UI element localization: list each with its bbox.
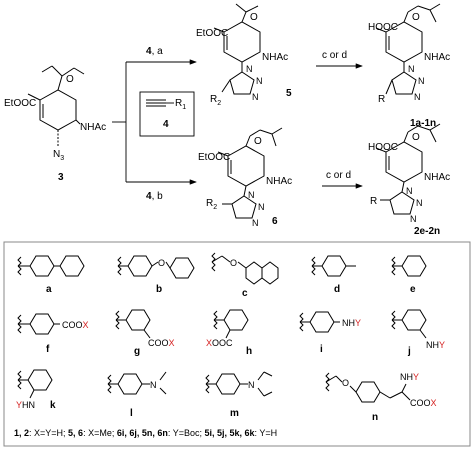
substituent-b-oxygen: O (158, 258, 165, 268)
compound-1-n2: N (418, 76, 425, 86)
substituent-h (213, 309, 249, 339)
compound-5 (213, 3, 261, 95)
compound-6-n2: N (258, 202, 265, 212)
compound-2-n2: N (416, 198, 423, 208)
compound-6-n3: N (252, 218, 259, 228)
compound-5-label: 5 (286, 88, 292, 99)
label-c: c (242, 288, 248, 299)
compound-5-amide: NHAc (262, 52, 288, 63)
substituent-m (205, 371, 273, 397)
substituent-a (17, 255, 85, 277)
compound-6-label: 6 (272, 216, 278, 227)
substituent-c (211, 252, 279, 285)
f-x: X (83, 320, 89, 330)
label-d: d (334, 284, 340, 295)
compound-5-ester: EtOOC (196, 28, 228, 39)
label-k: k (50, 400, 56, 411)
compound-6-r2: R2 (206, 198, 217, 211)
arrow-right-bottom-label: c or d (326, 170, 351, 181)
compound-3-amide: NHAc (80, 122, 106, 133)
label-b: b (156, 284, 162, 295)
substituent-h-group: XOOC (206, 338, 233, 348)
substituent-g-group: COOX (148, 338, 175, 348)
compound-5-r2: R2 (210, 94, 221, 107)
compound-6-n1: N (248, 190, 255, 200)
substituent-n (325, 372, 411, 403)
substituent-g (115, 309, 151, 339)
compound-3 (27, 65, 85, 146)
substituent-b (117, 255, 195, 279)
compound-6-amide: NHAc (266, 176, 292, 187)
substituent-c-oxygen: O (230, 258, 237, 268)
substituent-l (107, 371, 167, 395)
arrow-bottom-label: 4, b (146, 191, 163, 202)
compound-2-acid: HOOC (368, 142, 398, 153)
compound-2-oxygen: O (412, 132, 420, 143)
substituent-j-group: NHY (426, 340, 445, 350)
compound-1-r: R (378, 94, 385, 105)
alkyne-symbol (146, 99, 174, 107)
label-g: g (134, 346, 140, 357)
label-n: n (372, 412, 378, 423)
reagent-box (139, 91, 195, 137)
substituent-e (391, 255, 427, 277)
compound-1-label: 1a-1n (410, 118, 436, 129)
label-e: e (410, 284, 416, 295)
substituent-l-nitrogen: N (150, 380, 157, 390)
substituent-n-oxygen: O (342, 378, 349, 388)
compound-2-label: 2e-2n (414, 226, 440, 237)
compound-3-azide: N3 (53, 149, 64, 162)
branch-arrows (112, 59, 363, 189)
compound-2 (375, 123, 441, 215)
substituent-f (17, 313, 60, 335)
substituent-n-coox: COOX (410, 398, 437, 408)
label-j: j (407, 346, 411, 357)
f-cooh-part: COO (62, 320, 83, 330)
arrow-top-label: 4, a (146, 46, 163, 57)
substituent-k (17, 369, 53, 399)
compound-3-ester: EtOOC (4, 98, 36, 109)
reagent-label: 4 (163, 119, 169, 130)
substituent-box (3, 241, 471, 447)
label-a: a (46, 284, 52, 295)
compound-5-n1: N (246, 64, 253, 74)
compound-1-acid: HOOC (368, 22, 398, 33)
compound-1-amide: NHAc (424, 52, 450, 63)
label-f: f (46, 344, 50, 355)
substituent-n-nhy: NHY (400, 372, 419, 382)
compound-2-amide: NHAc (424, 172, 450, 183)
substituent-d (311, 255, 356, 277)
label-m: m (230, 408, 239, 419)
label-l: l (130, 408, 133, 419)
compound-3-label: 3 (58, 172, 64, 183)
compound-2-n3: N (410, 214, 417, 224)
compound-5-n3: N (252, 92, 259, 102)
substituent-j (391, 309, 427, 339)
label-i: i (320, 344, 323, 355)
compound-3-oxygen: O (66, 74, 74, 85)
reagent-r1: R1 (175, 98, 186, 111)
compound-6-oxygen: O (254, 136, 262, 147)
label-h: h (246, 346, 252, 357)
compound-2-n1: N (406, 186, 413, 196)
footnote: 1, 2: X=Y=H; 5, 6: X=Me; 6i, 6j, 5n, 6n:… (14, 428, 277, 438)
compound-1-n3: N (414, 92, 421, 102)
substituent-i (299, 311, 340, 333)
compound-5-n2: N (256, 76, 263, 86)
compound-6-ester: EtOOC (198, 152, 230, 163)
substituent-m-nitrogen: N (248, 380, 255, 390)
arrow-right-top-label: c or d (322, 50, 347, 61)
compound-1-oxygen: O (412, 12, 420, 23)
substituent-k-group: YHN (16, 400, 35, 410)
substituent-i-group: NHY (342, 318, 361, 328)
compound-1-n1: N (408, 64, 415, 74)
compound-2-r: R (370, 196, 377, 207)
compound-5-oxygen: O (250, 12, 258, 23)
compound-1 (375, 3, 441, 95)
compound-6 (217, 127, 283, 219)
substituent-f-group: COOX (62, 320, 89, 330)
